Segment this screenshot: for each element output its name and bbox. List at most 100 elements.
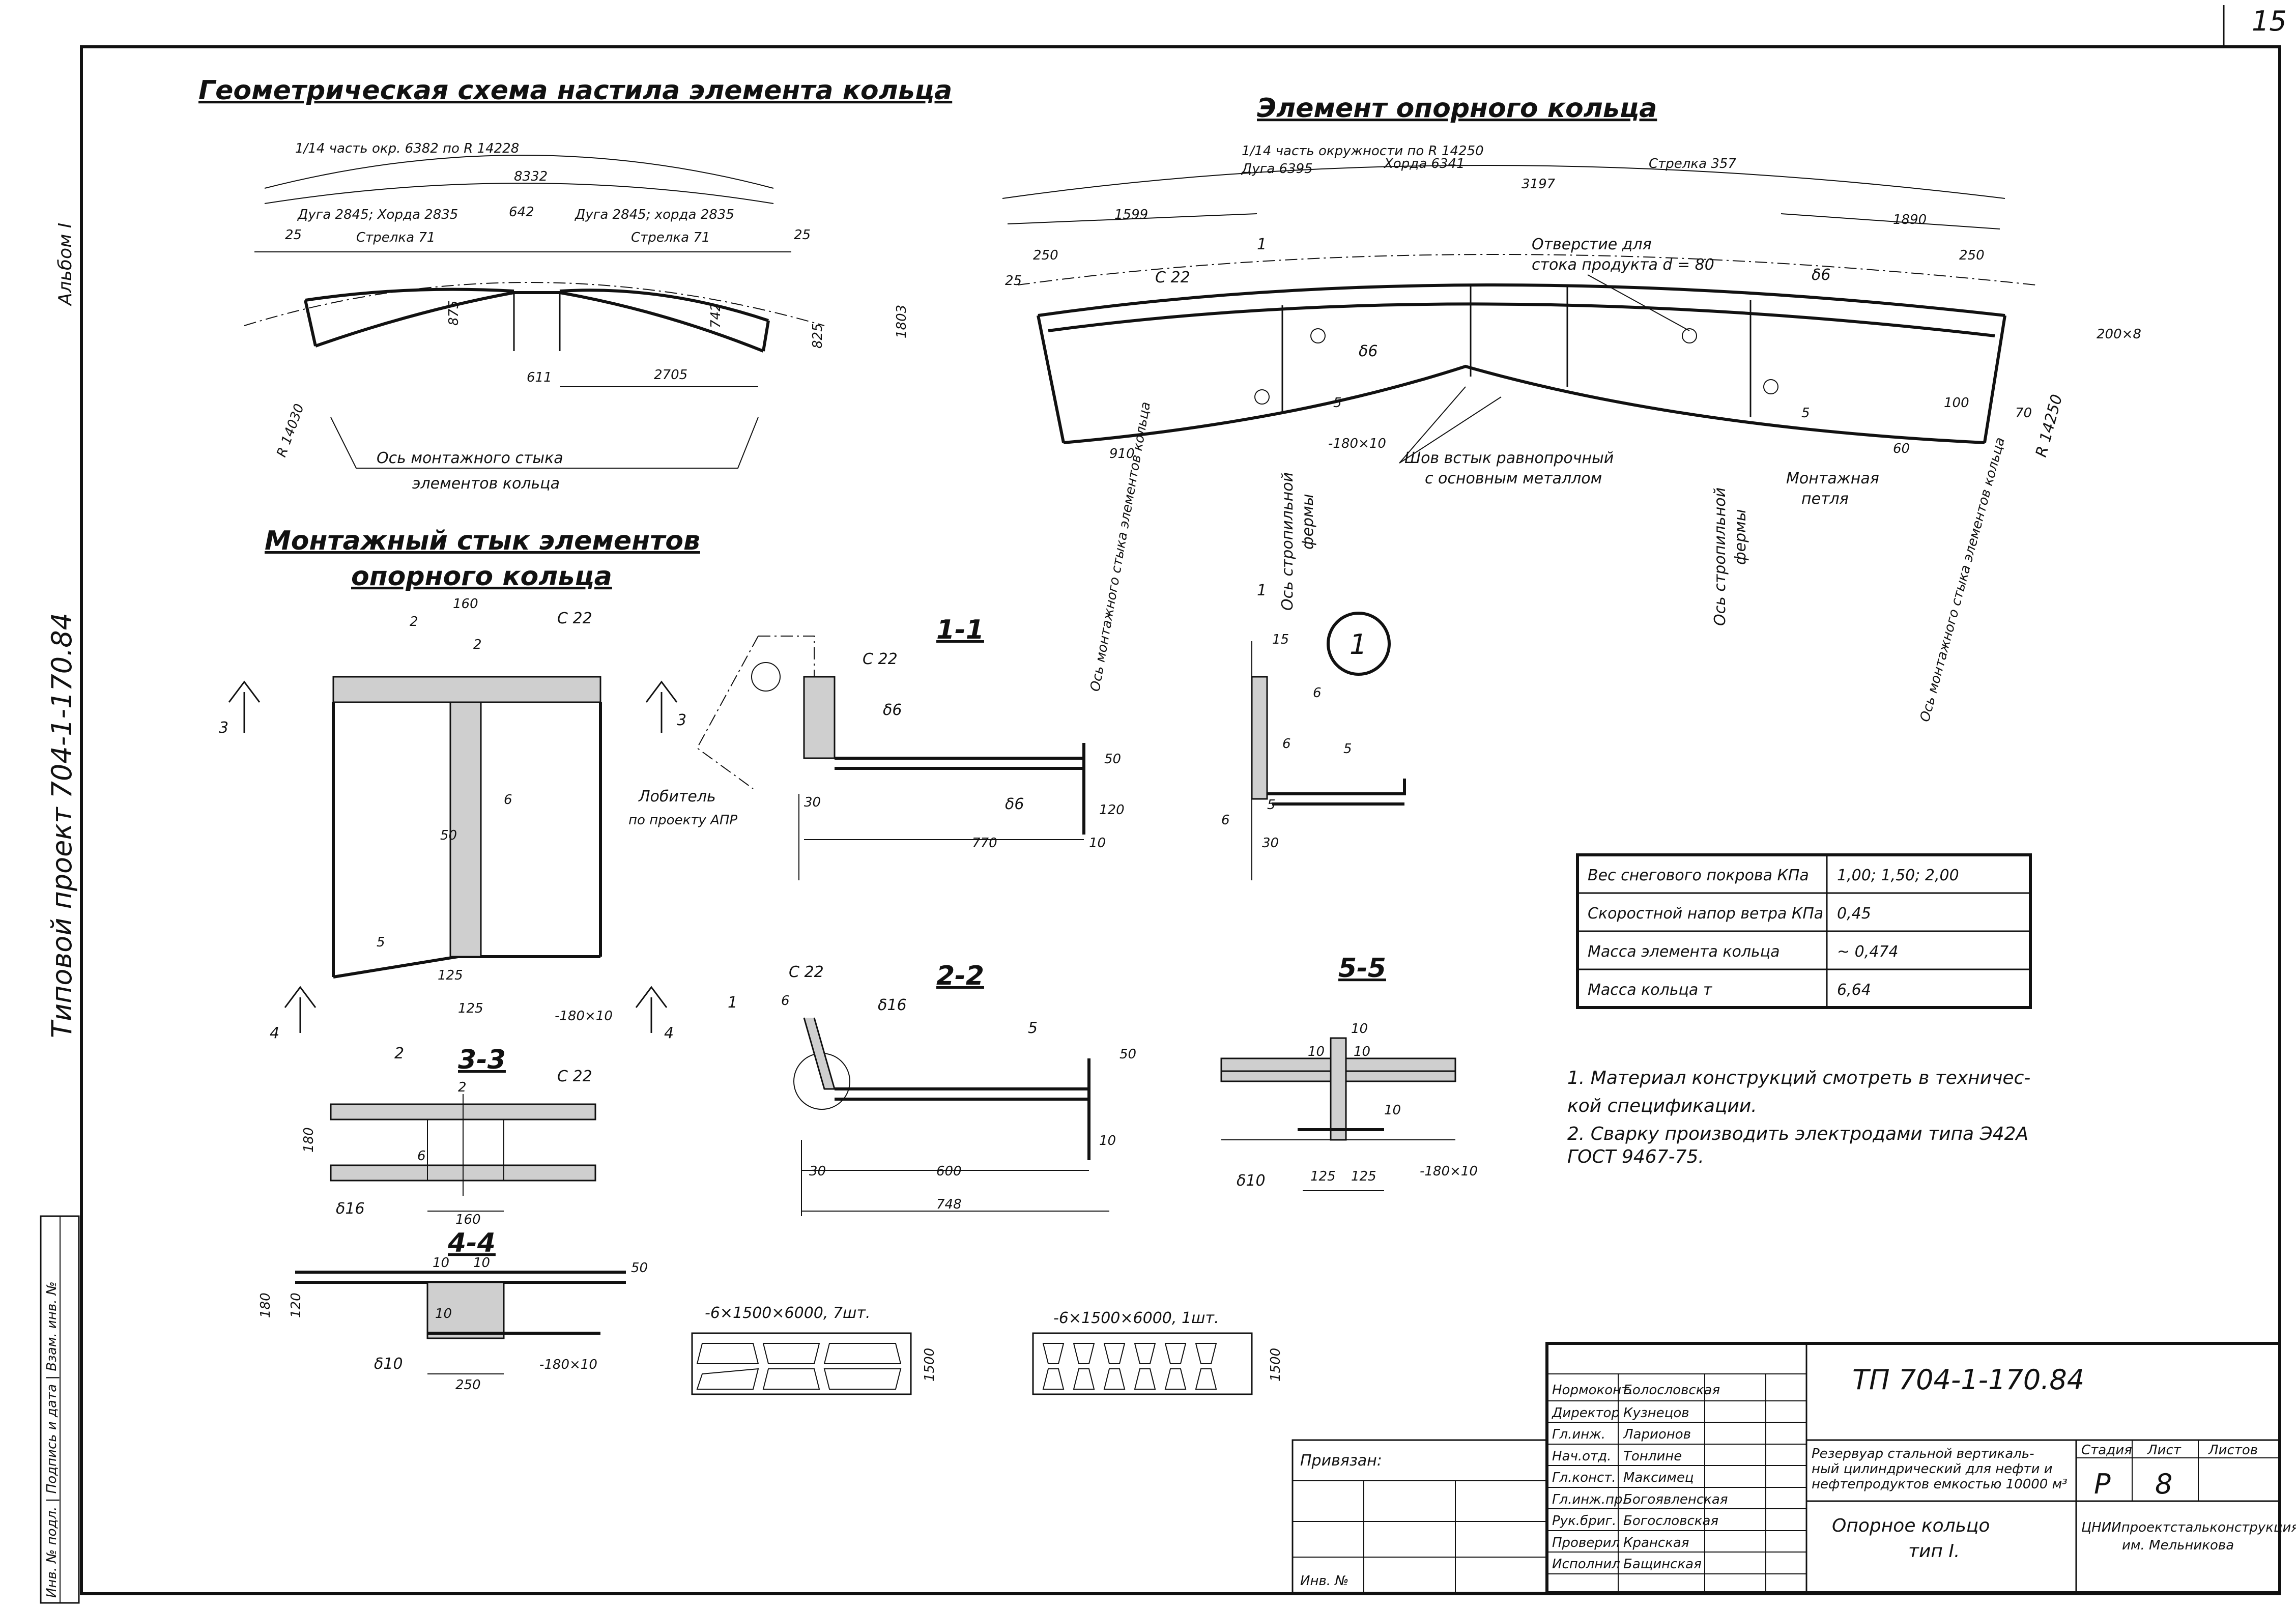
tb-desc-1: Резервуар стальной вертикаль- (1812, 1446, 2034, 1461)
node-1-marker (1327, 612, 1391, 676)
dim-875: 875 (446, 300, 462, 326)
tb-stage: Р (2094, 1468, 2111, 1500)
sec33-dim-180: 180 (301, 1127, 317, 1153)
section-4-4: 4-4 10 10 10 250 180 120 50 δ10 -180×10 (258, 1228, 648, 1393)
joint-dim-2a: 2 (410, 614, 418, 629)
general-notes: 1. Материал конструкций смотреть в техни… (1567, 1068, 2030, 1167)
tb-project-code: ТП 704-1-170.84 (1852, 1364, 2084, 1396)
tb-name-1: Болословская (1623, 1383, 1720, 1398)
joint-axis-left: Ось монтажного стыка элементов кольца (1087, 400, 1154, 693)
mount-joint-title-2: опорного кольца (351, 561, 612, 592)
hole-note-1: Отверстие для (1532, 236, 1652, 253)
edge-left: 25 (285, 227, 302, 243)
sheet-layout-1-label: -6×1500×6000, 7шт. (705, 1304, 871, 1322)
joint-dim-125a: 125 (438, 968, 463, 983)
section-5-5-title: 5-5 (1338, 953, 1386, 984)
sheet-layouts: -6×1500×6000, 7шт. 1500 -6×1500×6000, 1ш… (691, 1304, 1283, 1395)
weld-note-1: Шов встык равнопрочный (1404, 449, 1614, 467)
node1-weld-6b: 6 (1282, 736, 1291, 752)
tb-name-7: Богословская (1623, 1513, 1718, 1529)
joint-plate: -180×10 (555, 1009, 613, 1024)
rafter-axis-3: Ось стропильной (1711, 487, 1729, 626)
breaker-label-2: по проекту АПР (628, 813, 737, 828)
cut-3-left: 3 (219, 719, 228, 737)
node1-dim-15: 15 (1272, 632, 1289, 647)
ring-channel-c22: С 22 (1155, 269, 1190, 286)
right-arc: Дуга 2845; хорда 2835 (575, 207, 734, 222)
load-row-3-label: Масса элемента кольца (1588, 943, 1780, 961)
note-line-1: 1. Материал конструкций смотреть в техни… (1567, 1068, 2030, 1088)
axis-note-1: Ось монтажного стыка (377, 449, 563, 467)
center-gap: 642 (509, 205, 534, 220)
joint-dim-160: 160 (453, 596, 478, 612)
tb-org-1: ЦНИИпроектстальконструкция (2081, 1520, 2296, 1535)
dim-1599: 1599 (1114, 207, 1148, 222)
sec11-dim-50: 50 (1104, 752, 1121, 767)
dim-60: 60 (1893, 441, 1910, 456)
sec44-dim-10a: 10 (433, 1255, 449, 1271)
sec44-plate: -180×10 (539, 1357, 597, 1372)
breaker-label-1: Лобитель (638, 788, 716, 806)
dim-742: 742 (708, 303, 724, 328)
sec22-node-1: 1 (728, 994, 737, 1012)
sheet-layout-1 (691, 1332, 912, 1395)
sec11-c22: С 22 (863, 650, 898, 668)
radius-14030: R 14030 (274, 402, 307, 459)
sec44-dim-10b: 10 (473, 1255, 490, 1271)
section-4-4-title: 4-4 (447, 1228, 496, 1258)
ring-arc-note: 1/14 часть окружности по R 14250 (1242, 143, 1484, 159)
note-line-2: кой спецификации. (1567, 1096, 1757, 1116)
tb-role-2: Директор (1552, 1405, 1620, 1421)
joint-dim-50: 50 (440, 828, 457, 843)
joint-weld-5: 5 (377, 935, 385, 950)
tb-name-4: Тонлине (1623, 1449, 1682, 1464)
lifting-loop-2: петля (1801, 490, 1849, 508)
sheet-layout-1-height: 1500 (922, 1348, 937, 1382)
hole-note-2: стока продукта d = 80 (1532, 256, 1714, 274)
dim-25: 25 (1005, 273, 1022, 289)
tb-role-3: Гл.инж. (1552, 1427, 1605, 1442)
sec33-dim-160: 160 (455, 1212, 481, 1227)
tb-role-1: Нормоконт. (1552, 1383, 1633, 1398)
load-table: Вес снегового покрова КПа 1,00; 1,50; 2,… (1576, 853, 2032, 1009)
sec11-dim-120: 120 (1099, 802, 1125, 818)
geometric-scheme-title: Геометрическая схема настила элемента ко… (198, 75, 952, 106)
sec55-dim-10d: 10 (1384, 1103, 1401, 1118)
ring-radius: R 14250 (2032, 392, 2066, 459)
sec33-weld-6: 6 (417, 1148, 426, 1164)
section-1-1: 1-1 С 22 δ6 δ6 770 120 50 10 30 Лобитель… (628, 615, 1125, 880)
ring-bottom-plate: -180×10 (1328, 436, 1386, 451)
album-label: Альбом I (55, 223, 76, 306)
axis-note-2: элементов кольца (412, 475, 560, 493)
rafter-axis-4: фермы (1732, 509, 1749, 565)
sheet-layout-2-height: 1500 (1268, 1348, 1283, 1382)
tb-sheet-header: Лист (2147, 1443, 2182, 1458)
sec44-dim-50: 50 (631, 1260, 648, 1276)
node-1-detail: 1 15 6 6 5 5 6 30 (1221, 612, 1406, 880)
load-row-2-label: Скоростной напор ветра КПа (1588, 905, 1823, 923)
sec33-dim-2: 2 (458, 1080, 467, 1095)
title-block: Нормоконт. Болословская Директор Кузнецо… (1292, 1342, 2296, 1594)
support-ring-title: Элемент опорного кольца (1257, 93, 1657, 124)
joint-axis-right: Ось монтажного стыка элементов кольца (1917, 436, 2008, 723)
dim-250-right: 250 (1959, 248, 1985, 263)
left-arc: Дуга 2845; Хорда 2835 (297, 207, 458, 222)
dim-3197: 3197 (1522, 177, 1556, 192)
ring-plate-thk-right: δ6 (1812, 266, 1830, 284)
joint-c22: С 22 (557, 610, 592, 627)
load-row-3-value: ~ 0,474 (1837, 943, 1899, 961)
sec22-d16: δ16 (878, 996, 907, 1014)
dim-2705: 2705 (654, 367, 687, 383)
tb-org-2: им. Мельникова (2122, 1538, 2234, 1553)
joint-weld-6: 6 (504, 792, 512, 808)
joint-dim-2b: 2 (473, 637, 482, 652)
tb-name-8: Кранская (1623, 1535, 1689, 1550)
sec22-dim-748: 748 (936, 1197, 962, 1212)
sec55-dim-10a: 10 (1351, 1021, 1368, 1037)
cut-2: 2 (394, 1045, 404, 1062)
rafter-axis-1: Ось стропильной (1279, 472, 1297, 611)
sec44-d10: δ10 (374, 1355, 403, 1373)
ring-sag: Стрелка 357 (1649, 156, 1736, 171)
weld-5-left: 5 (1333, 395, 1342, 411)
